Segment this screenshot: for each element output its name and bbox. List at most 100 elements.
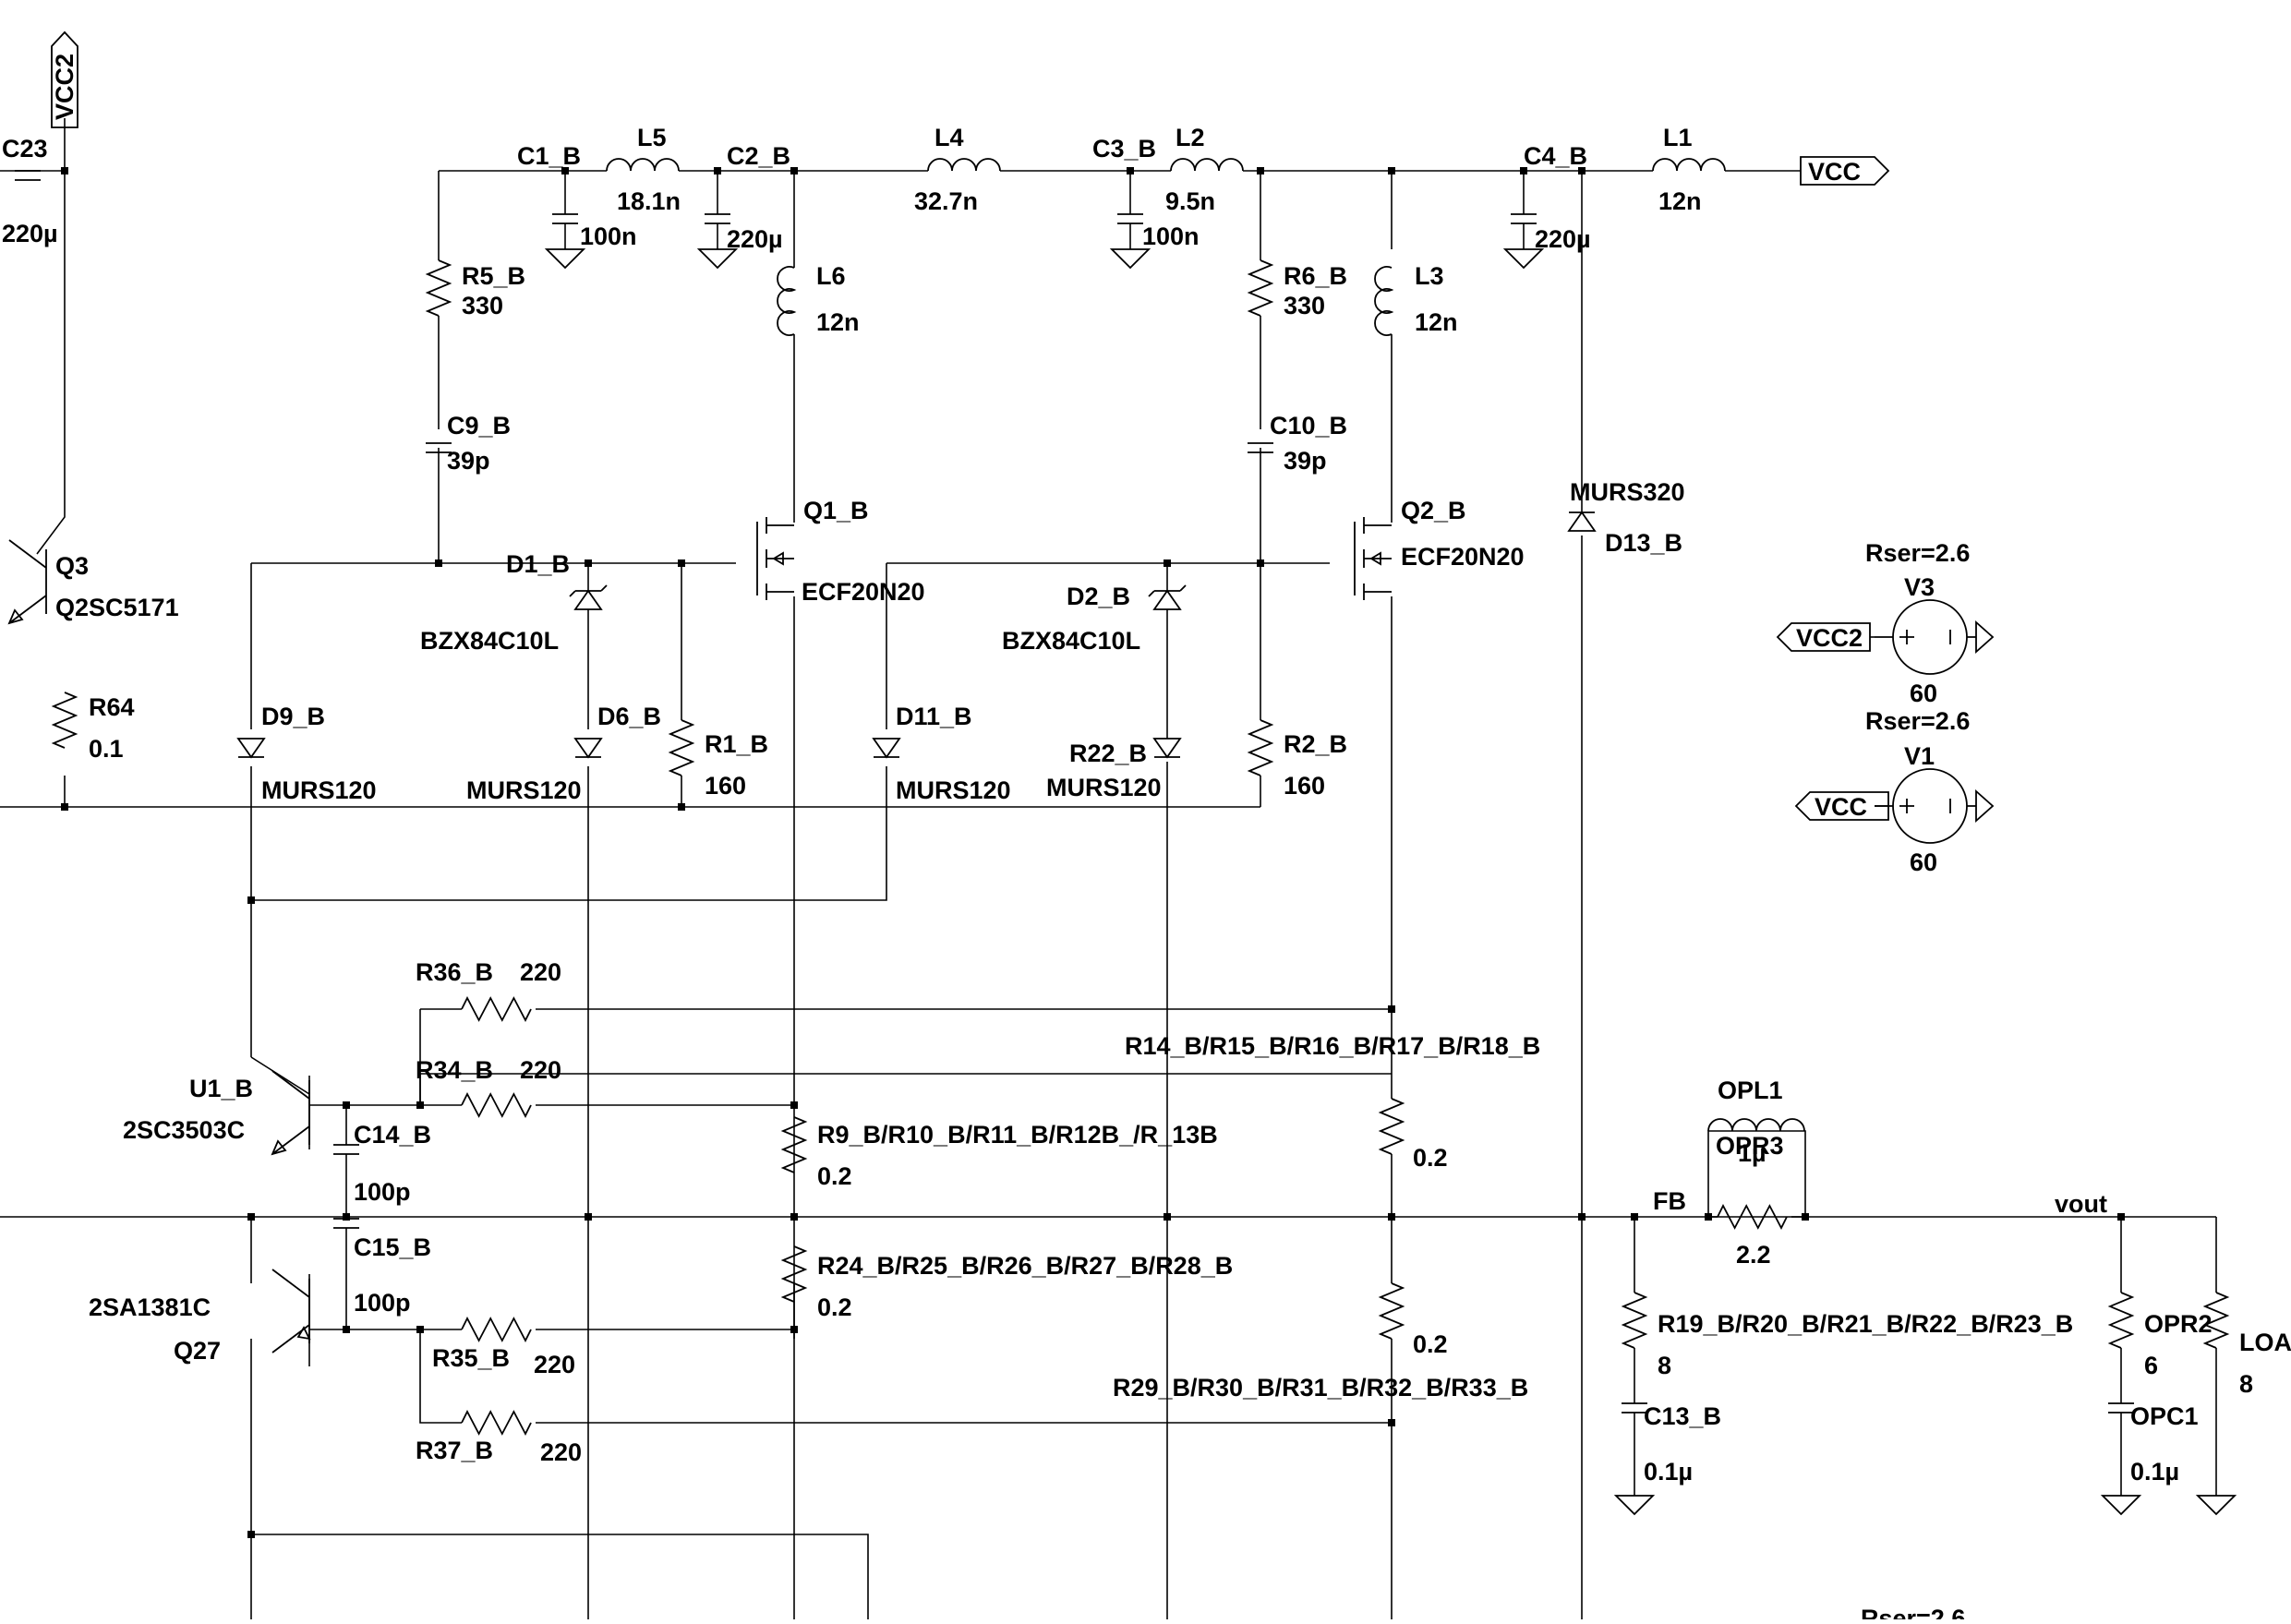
junction-dot [1388,1213,1395,1221]
ground-symbol [544,248,586,270]
wire-vcc2-q3 [36,118,66,555]
label-c23-val: 220µ [2,220,58,247]
zener-d2 [1148,584,1187,610]
wire [419,1329,462,1424]
ground-symbol [2195,1495,2237,1516]
bjt-q27 [271,1269,311,1353]
mosfet-q1 [756,517,794,600]
label-d2: D2_B [1067,583,1130,610]
ground-symbol [1109,248,1152,270]
label-l1: L1 [1663,124,1693,151]
label-q3: Q3 [55,552,89,580]
label-u1: U1_B [189,1075,253,1102]
label-d9-model: MURS120 [261,776,377,804]
capacitor-c3 [1117,213,1143,224]
junction-dot [790,1213,798,1221]
resistor-r14-group [1378,1098,1405,1155]
junction-dot [1127,167,1134,174]
label-c13: C13_B [1644,1402,1721,1430]
label-r5-val: 330 [462,292,503,319]
ground-symbol [696,248,739,270]
label-l5: L5 [637,124,667,151]
junction-dot [1257,559,1264,567]
resistor-r9-group [780,1116,808,1173]
label-d11: D11_B [896,703,972,730]
label-r14-group: R14_B/R15_B/R16_B/R17_B/R18_B [1125,1032,1540,1060]
resistor-r1 [668,719,695,776]
label-c9: C9_B [447,412,511,439]
wire [251,1534,869,1619]
label-q1: Q1_B [803,497,869,524]
label-l6-val: 12n [816,308,860,336]
diode-d6 [573,738,603,759]
resistor-r35 [461,1317,532,1342]
inductor-l6 [777,266,797,336]
capacitor-c1 [552,213,578,224]
resistor-r29-group [1378,1282,1405,1340]
label-r29-group: R29_B/R30_B/R31_B/R32_B/R33_B [1113,1374,1528,1401]
junction-dot [678,559,685,567]
label-r37-val: 220 [540,1438,582,1466]
label-v3-rser: Rser=2.6 [1865,539,1970,567]
junction-dot [1257,167,1264,174]
label-l5-val: 18.1n [617,187,681,215]
label-opr2-val: 6 [2144,1352,2158,1379]
capacitor-c13 [1622,1402,1647,1413]
junction-dot [790,1101,798,1109]
label-d1: D1_B [506,550,570,578]
junction-dot [678,803,685,811]
junction-dot [790,167,798,174]
junction-dot [1631,1213,1638,1221]
label-r36-val: 220 [520,958,561,986]
label-c10-val: 39p [1284,447,1327,475]
label-bottom-rser: Rser=2.6 [1861,1605,1965,1619]
diode-d9 [236,738,266,759]
port-vcc2-top [51,30,78,128]
diode-d22 [1152,738,1182,759]
label-r24-group: R24_B/R25_B/R26_B/R27_B/R28_B [817,1252,1233,1280]
junction-dot [714,167,721,174]
label-c3-val: 100n [1142,223,1200,250]
label-d9: D9_B [261,703,325,730]
label-c10: C10_B [1270,412,1347,439]
resistor-opr3 [1717,1204,1788,1230]
junction-dot [247,1213,255,1221]
resistor-r34 [461,1092,532,1118]
label-l2: L2 [1176,124,1205,151]
label-d2-model: BZX84C10L [1002,627,1140,655]
junction-dot [1388,167,1395,174]
resistor-load [2202,1292,2230,1349]
label-r2: R2_B [1284,730,1347,758]
label-r34: R34_B [416,1056,493,1084]
junction-dot [1802,1213,1809,1221]
labels: VCC2VCCVCC2VCCC23220µC1_B100nL518.1nC2_B… [2,54,2291,1624]
label-load-val: 8 [2239,1370,2253,1398]
label-q2: Q2_B [1401,497,1466,524]
label-r6-val: 330 [1284,292,1325,319]
label-opc1-val: 0.1µ [2130,1458,2179,1486]
diode-d13 [1567,511,1597,532]
port-vcc-source [1794,791,1889,821]
capacitor-c2 [705,213,730,224]
diode-d11 [872,738,901,759]
label-l1-val: 12n [1658,187,1702,215]
label-c1-val: 100n [580,223,637,250]
label-r9-group: R9_B/R10_B/R11_B/R12B_/R_13B [817,1121,1218,1149]
resistor-r19-group [1621,1292,1648,1349]
label-r34-val: 220 [520,1056,561,1084]
label-r29-val: 0.2 [1413,1330,1448,1358]
resistor-r36 [461,996,532,1022]
label-c14-val: 100p [354,1178,411,1206]
junctions [61,167,2125,1538]
label-q1-model: ECF20N20 [802,578,925,606]
capacitor-c14 [333,1144,359,1155]
junction-dot [1388,1419,1395,1426]
junction-dot [1578,1213,1586,1221]
junction-dot [561,167,569,174]
label-r64-val: 0.1 [89,735,124,763]
label-vcc2-source: VCC2 [1796,624,1863,652]
capacitor-c10 [1248,442,1273,453]
label-c15-val: 100p [354,1289,411,1317]
resistor-r64 [51,692,78,749]
